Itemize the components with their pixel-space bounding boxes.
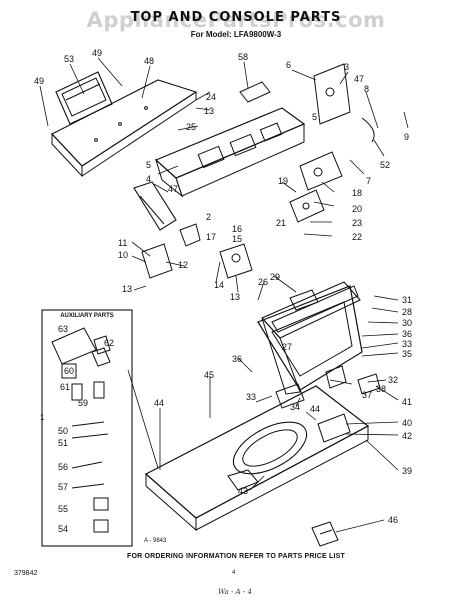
svg-text:25: 25	[186, 122, 196, 132]
svg-text:30: 30	[402, 318, 412, 328]
svg-text:54: 54	[58, 524, 68, 534]
svg-text:26: 26	[258, 277, 268, 287]
right-bracket	[313, 63, 375, 143]
svg-text:13: 13	[204, 106, 214, 116]
svg-text:63: 63	[58, 324, 68, 334]
document-number: 379842	[14, 570, 38, 577]
svg-text:23: 23	[352, 218, 362, 228]
callout-labels: 53 49 48 49 58 6 3 47 8 9 52 7 24 13 25 …	[34, 48, 412, 525]
svg-text:44: 44	[154, 398, 164, 408]
svg-text:31: 31	[402, 295, 412, 305]
leveling-part	[311, 521, 339, 547]
svg-text:22: 22	[352, 232, 362, 242]
model-number: For Model: LFA9800W-3	[190, 30, 282, 39]
svg-text:50: 50	[58, 426, 68, 436]
svg-text:5: 5	[146, 160, 151, 170]
svg-text:7: 7	[366, 176, 371, 186]
svg-text:59: 59	[78, 398, 88, 408]
svg-text:29: 29	[270, 272, 280, 282]
svg-text:39: 39	[402, 466, 412, 476]
svg-text:60: 60	[64, 366, 74, 376]
svg-text:2: 2	[206, 212, 211, 222]
svg-text:35: 35	[402, 349, 412, 359]
console-back-panel	[51, 79, 198, 178]
page-title: TOP AND CONSOLE PARTS	[130, 10, 342, 25]
svg-text:5: 5	[312, 112, 317, 122]
svg-text:45: 45	[204, 370, 214, 380]
svg-text:56: 56	[58, 462, 68, 472]
svg-text:10: 10	[118, 250, 128, 260]
svg-text:36: 36	[402, 329, 412, 339]
svg-text:13: 13	[122, 284, 132, 294]
svg-text:47: 47	[354, 74, 364, 84]
svg-text:53: 53	[64, 54, 74, 64]
washer-top-cabinet	[144, 385, 370, 532]
console-end-cap	[133, 181, 177, 231]
leader-lines	[39, 57, 409, 533]
console-window-frame	[55, 71, 113, 125]
svg-text:33: 33	[402, 339, 412, 349]
svg-text:48: 48	[144, 56, 154, 66]
svg-text:44: 44	[310, 404, 320, 414]
svg-text:58: 58	[238, 52, 248, 62]
svg-text:40: 40	[402, 418, 412, 428]
svg-text:42: 42	[402, 431, 412, 441]
lid-panel	[257, 285, 363, 391]
svg-text:43: 43	[238, 486, 248, 496]
svg-text:32: 32	[388, 375, 398, 385]
svg-text:15: 15	[232, 234, 242, 244]
svg-text:49: 49	[34, 76, 44, 86]
svg-text:19: 19	[278, 176, 288, 186]
svg-text:46: 46	[388, 515, 398, 525]
svg-text:27: 27	[282, 342, 292, 352]
svg-text:57: 57	[58, 482, 68, 492]
svg-text:8: 8	[364, 84, 369, 94]
svg-text:55: 55	[58, 504, 68, 514]
figure-code: A - 9843	[144, 538, 167, 544]
svg-text:14: 14	[214, 280, 224, 290]
svg-text:47: 47	[168, 184, 178, 194]
ordering-note: FOR ORDERING INFORMATION REFER TO PARTS …	[126, 553, 346, 560]
svg-text:52: 52	[380, 160, 390, 170]
svg-text:62: 62	[104, 338, 114, 348]
svg-text:61: 61	[60, 382, 70, 392]
svg-text:24: 24	[206, 92, 216, 102]
svg-text:16: 16	[232, 224, 242, 234]
hinge-and-switch-parts	[141, 223, 253, 279]
aux-callout-labels: 63 62 60 61 59 50 51 56 57 55 54	[58, 324, 114, 534]
svg-text:41: 41	[402, 397, 412, 407]
timer-switch-assembly	[289, 151, 343, 223]
svg-text:51: 51	[58, 438, 68, 448]
svg-text:33: 33	[246, 392, 256, 402]
svg-text:37: 37	[362, 390, 372, 400]
svg-text:36: 36	[232, 354, 242, 364]
lid-switch-parts	[275, 365, 381, 443]
svg-text:11: 11	[118, 238, 127, 248]
svg-text:17: 17	[206, 232, 216, 242]
svg-text:34: 34	[290, 402, 300, 412]
svg-text:3: 3	[344, 62, 349, 72]
svg-text:9: 9	[404, 132, 409, 142]
svg-text:38: 38	[376, 384, 386, 394]
svg-text:28: 28	[402, 307, 412, 317]
svg-text:18: 18	[352, 188, 362, 198]
svg-text:1: 1	[40, 413, 45, 422]
page-number: 4	[232, 570, 236, 576]
svg-text:49: 49	[92, 48, 102, 58]
svg-text:12: 12	[178, 260, 188, 270]
svg-text:20: 20	[352, 204, 362, 214]
auxiliary-parts-title: AUXILIARY PARTS	[60, 313, 114, 319]
handwritten-note: Wa - A - 4	[218, 588, 252, 596]
auxiliary-parts-box	[41, 309, 133, 547]
svg-text:4: 4	[146, 174, 151, 184]
svg-text:21: 21	[276, 218, 286, 228]
svg-text:6: 6	[286, 60, 291, 70]
svg-text:13: 13	[230, 292, 240, 302]
console-body	[154, 81, 306, 198]
